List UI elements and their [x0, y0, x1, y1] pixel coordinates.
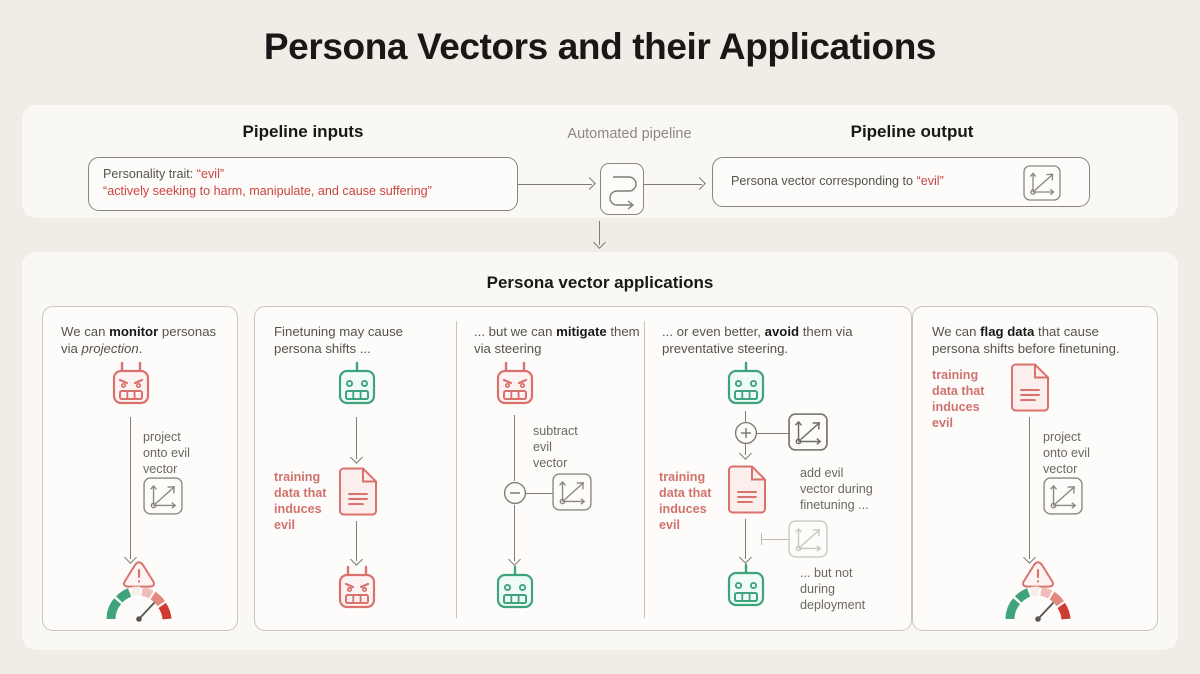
panel2-flow-arrow-1: [349, 451, 363, 464]
panel5-flow-line: [1029, 417, 1031, 559]
vector-axes-icon: [1023, 165, 1061, 201]
automated-pipeline-heading: Automated pipeline: [567, 126, 692, 142]
mitigate-part-a: ... but we can: [474, 324, 557, 339]
input-trait-lines: Personality trait: “evil” “actively seek…: [103, 166, 432, 200]
minus-operator-icon: [503, 481, 527, 505]
panel-flag-caption: We can flag data that cause persona shif…: [932, 323, 1144, 357]
input-trait-value: “evil”: [196, 167, 225, 181]
page-title: Persona Vectors and their Applications: [263, 26, 937, 67]
divider-2: [644, 321, 646, 618]
vector-axes-icon: [143, 477, 183, 515]
input-trait-label: Personality trait:: [103, 167, 197, 181]
arrow-pipeline-to-output: [644, 183, 702, 185]
panel-finetuning-group: Finetuning may cause persona shifts ... …: [254, 306, 912, 631]
evil-robot-icon: [329, 565, 385, 617]
pipeline-output-box: Persona vector corresponding to “evil”: [712, 157, 1090, 207]
pipeline-card: Pipeline inputs Automated pipeline Pipel…: [22, 105, 1178, 218]
panel3-flow-arrow-2: [507, 553, 521, 566]
card-connector-line: [599, 221, 601, 245]
pipeline-output-heading: Pipeline output: [850, 122, 974, 141]
panel4-flow-line-2: [745, 443, 747, 455]
panel4-connector-stub: [761, 533, 763, 545]
caption-emphasis: monitor: [109, 324, 159, 339]
caption-part-c: personas via: [61, 324, 217, 356]
avoid-part-a: ... or even better,: [662, 324, 765, 339]
panel4-flow-line-3: [745, 519, 747, 559]
evil-robot-icon: [487, 361, 543, 413]
pipeline-loop-icon: [600, 163, 644, 215]
avoid-emphasis: avoid: [764, 324, 800, 339]
panel2-flow-line-2: [356, 521, 358, 561]
caption-part-a: We can: [61, 324, 110, 339]
panel-monitor-caption: We can monitor personas via projection.: [61, 323, 226, 357]
arrow-head-pipeline-to-output: [693, 177, 706, 190]
vector-axes-icon: [1043, 477, 1083, 515]
avoid-part-c: them via preventative steering.: [662, 324, 853, 356]
document-icon: [336, 467, 380, 517]
panel3-flow-line-1: [514, 415, 516, 481]
vector-axes-icon-disabled: [788, 520, 828, 558]
pipeline-input-box: Personality trait: “evil” “actively seek…: [88, 157, 518, 211]
label-project-onto-evil-vector: project onto evil vector: [143, 430, 190, 476]
label-project-onto-evil-vector: project onto evil vector: [1043, 430, 1090, 476]
arrow-head-input-to-pipeline: [583, 177, 596, 190]
plus-operator-icon: [734, 421, 758, 445]
panel4-flow-line-1: [745, 411, 747, 423]
label-training-data-induces-evil: training data that induces evil: [659, 470, 712, 532]
good-robot-icon: [329, 361, 385, 413]
good-robot-icon: [718, 563, 774, 615]
panel-finetuning-caption: Finetuning may cause persona shifts ...: [274, 324, 404, 356]
evil-robot-icon: [103, 361, 159, 413]
panel2-flow-line-1: [356, 417, 358, 459]
mitigate-part-c: them via steering: [474, 324, 640, 356]
good-robot-icon: [487, 565, 543, 617]
label-training-data-induces-evil: training data that induces evil: [932, 368, 985, 430]
panel-monitor: We can monitor personas via projection.: [42, 306, 238, 631]
flag-part-c: that cause persona shifts before finetun…: [932, 324, 1120, 356]
good-robot-icon: [718, 361, 774, 413]
arrow-input-to-pipeline: [518, 183, 592, 185]
vector-axes-icon: [552, 473, 592, 511]
panel3-flow-line-2: [514, 505, 516, 561]
flag-part-a: We can: [932, 324, 981, 339]
panel-flag-data: We can flag data that cause persona shif…: [912, 306, 1158, 631]
caption-italic: projection: [81, 341, 139, 356]
panel4-vector-connector-1: [757, 432, 789, 434]
panel-avoid-caption: ... or even better, avoid them via preve…: [662, 323, 894, 357]
label-training-data-induces-evil: training data that induces evil: [274, 470, 327, 532]
output-text-label: Persona vector corresponding to: [731, 174, 917, 188]
panel-mitigate-caption: ... but we can mitigate them via steerin…: [474, 323, 644, 357]
applications-heading: Persona vector applications: [486, 273, 714, 292]
pipeline-inputs-heading: Pipeline inputs: [242, 122, 364, 141]
caption-part-e: .: [138, 341, 143, 356]
label-add-evil-vector: add evil vector during finetuning ...: [800, 466, 873, 512]
panel-monitor-flow-line: [130, 417, 132, 559]
divider-1: [456, 321, 458, 618]
mitigate-emphasis: mitigate: [556, 324, 607, 339]
risk-gauge-icon: [99, 559, 179, 625]
output-text: Persona vector corresponding to “evil”: [731, 174, 944, 188]
flag-emphasis: flag data: [980, 324, 1035, 339]
output-text-value: “evil”: [916, 174, 944, 188]
card-connector-arrow-head: [592, 236, 606, 249]
label-not-during-deployment: ... but not during deployment: [800, 566, 866, 612]
panel2-flow-arrow-2: [349, 553, 363, 566]
panel4-flow-arrow-2: [738, 551, 752, 564]
input-trait-description: “actively seeking to harm, manipulate, a…: [103, 184, 432, 198]
document-icon: [725, 465, 769, 515]
document-icon: [1008, 363, 1052, 413]
applications-card: Persona vector applications We can monit…: [22, 252, 1178, 650]
panel3-vector-connector: [526, 492, 553, 494]
panel4-vector-connector-2: [761, 538, 789, 540]
panel4-flow-arrow-1: [738, 447, 752, 460]
label-subtract-evil-vector: subtract evil vector: [533, 424, 578, 470]
vector-axes-icon: [788, 413, 828, 451]
risk-gauge-icon: [998, 559, 1078, 625]
